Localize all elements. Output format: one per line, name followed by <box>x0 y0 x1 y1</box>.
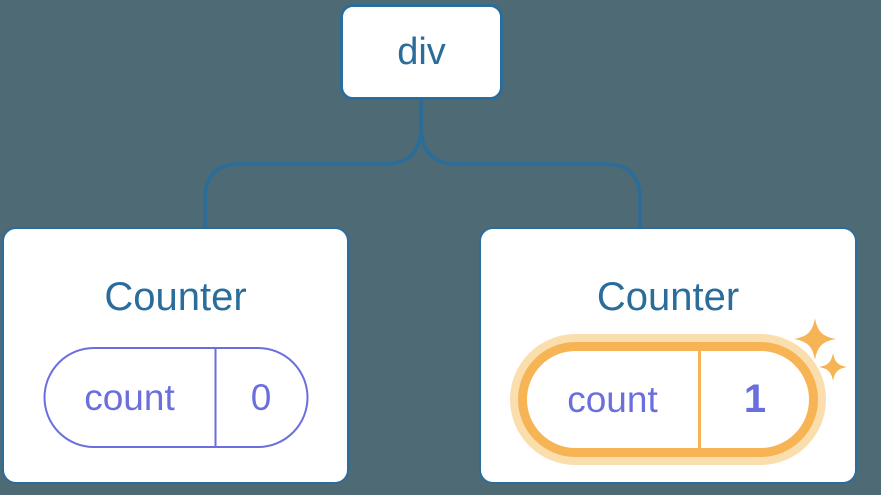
tree-node-div: div <box>340 4 503 100</box>
sparkle-icon <box>794 318 847 381</box>
state-pill: count 0 <box>43 347 308 448</box>
component-title: Counter <box>596 275 740 319</box>
state-value: 1 <box>698 351 809 448</box>
connector-left-branch <box>203 100 423 228</box>
connector-right-branch <box>419 100 642 228</box>
sparkle-large <box>794 318 836 360</box>
state-key-label: count <box>567 378 658 420</box>
counter-card-right: Counter count 1 <box>479 227 857 484</box>
sparkle-small <box>819 353 847 381</box>
state-pill-highlighted: count 1 <box>518 342 818 457</box>
tree-node-div-label: div <box>397 30 446 73</box>
component-title: Counter <box>104 275 247 319</box>
counter-card-left: Counter count 0 <box>2 227 349 484</box>
state-value: 0 <box>214 349 306 446</box>
state-key-label: count <box>84 376 175 418</box>
